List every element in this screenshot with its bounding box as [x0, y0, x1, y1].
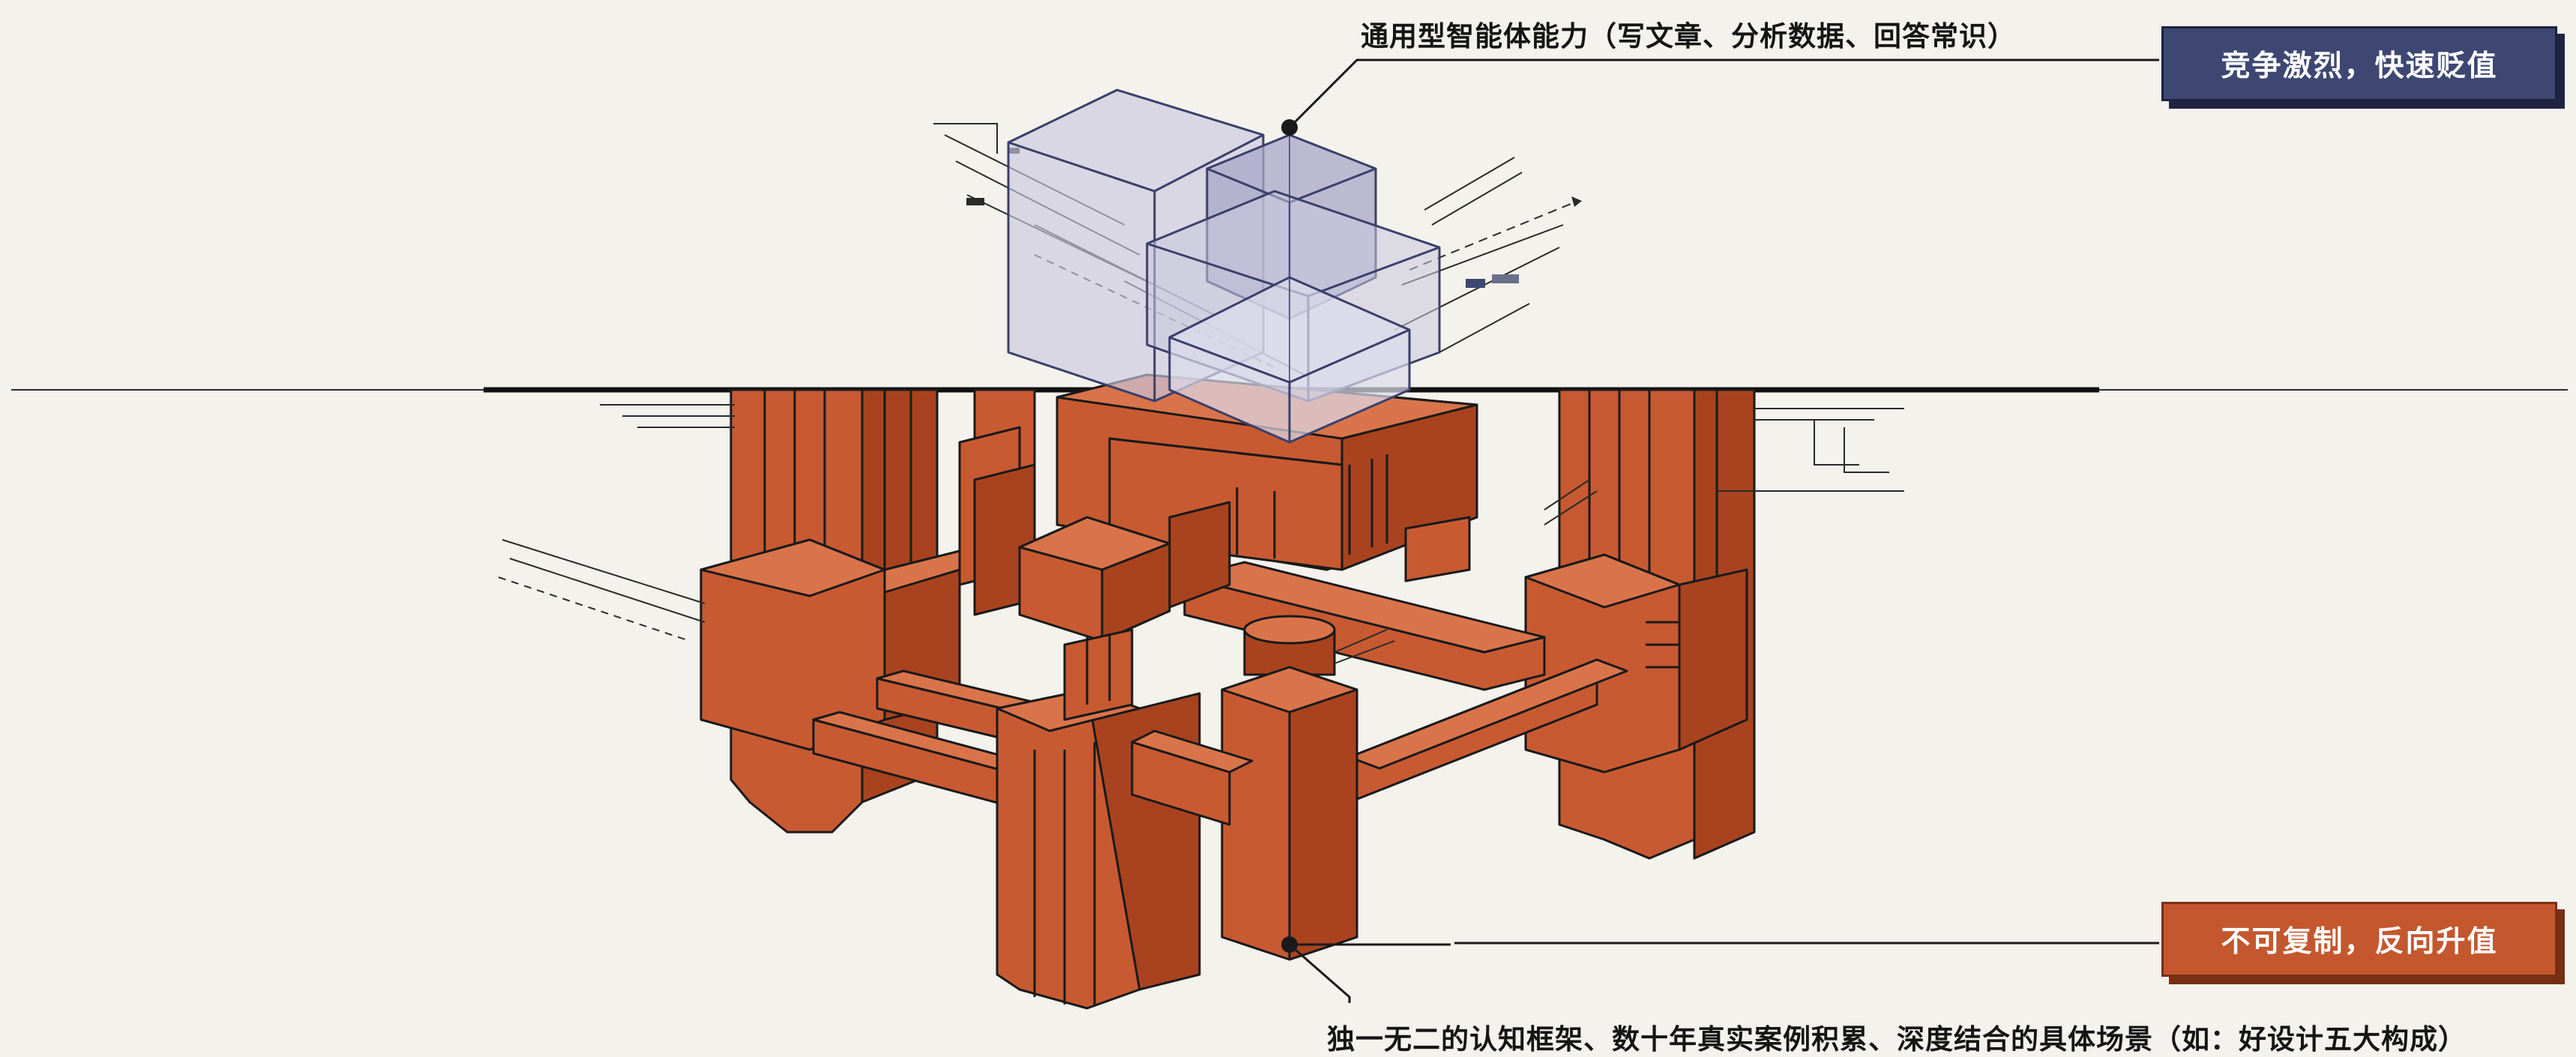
top-caption: 通用型智能体能力（写文章、分析数据、回答常识）: [1361, 20, 2016, 52]
callout-dot-icon: [1281, 119, 1298, 136]
top-badge: 竞争激烈，快速贬值: [2161, 26, 2557, 101]
bottom-badge: 不可复制，反向升值: [2161, 902, 2557, 977]
top-leader: [1281, 58, 2159, 136]
callout-dot-icon: [1281, 936, 1298, 953]
decorative-lines-lower: [498, 404, 1904, 664]
wooden-structure-icon: [699, 373, 1756, 1010]
bottom-leader: [1281, 936, 2159, 1003]
bottom-caption: 独一无二的认知框架、数十年真实案例积累、深度结合的具体场景（如：好设计五大构成）: [1327, 1023, 2467, 1056]
glass-cube-icon: [1007, 88, 1441, 444]
